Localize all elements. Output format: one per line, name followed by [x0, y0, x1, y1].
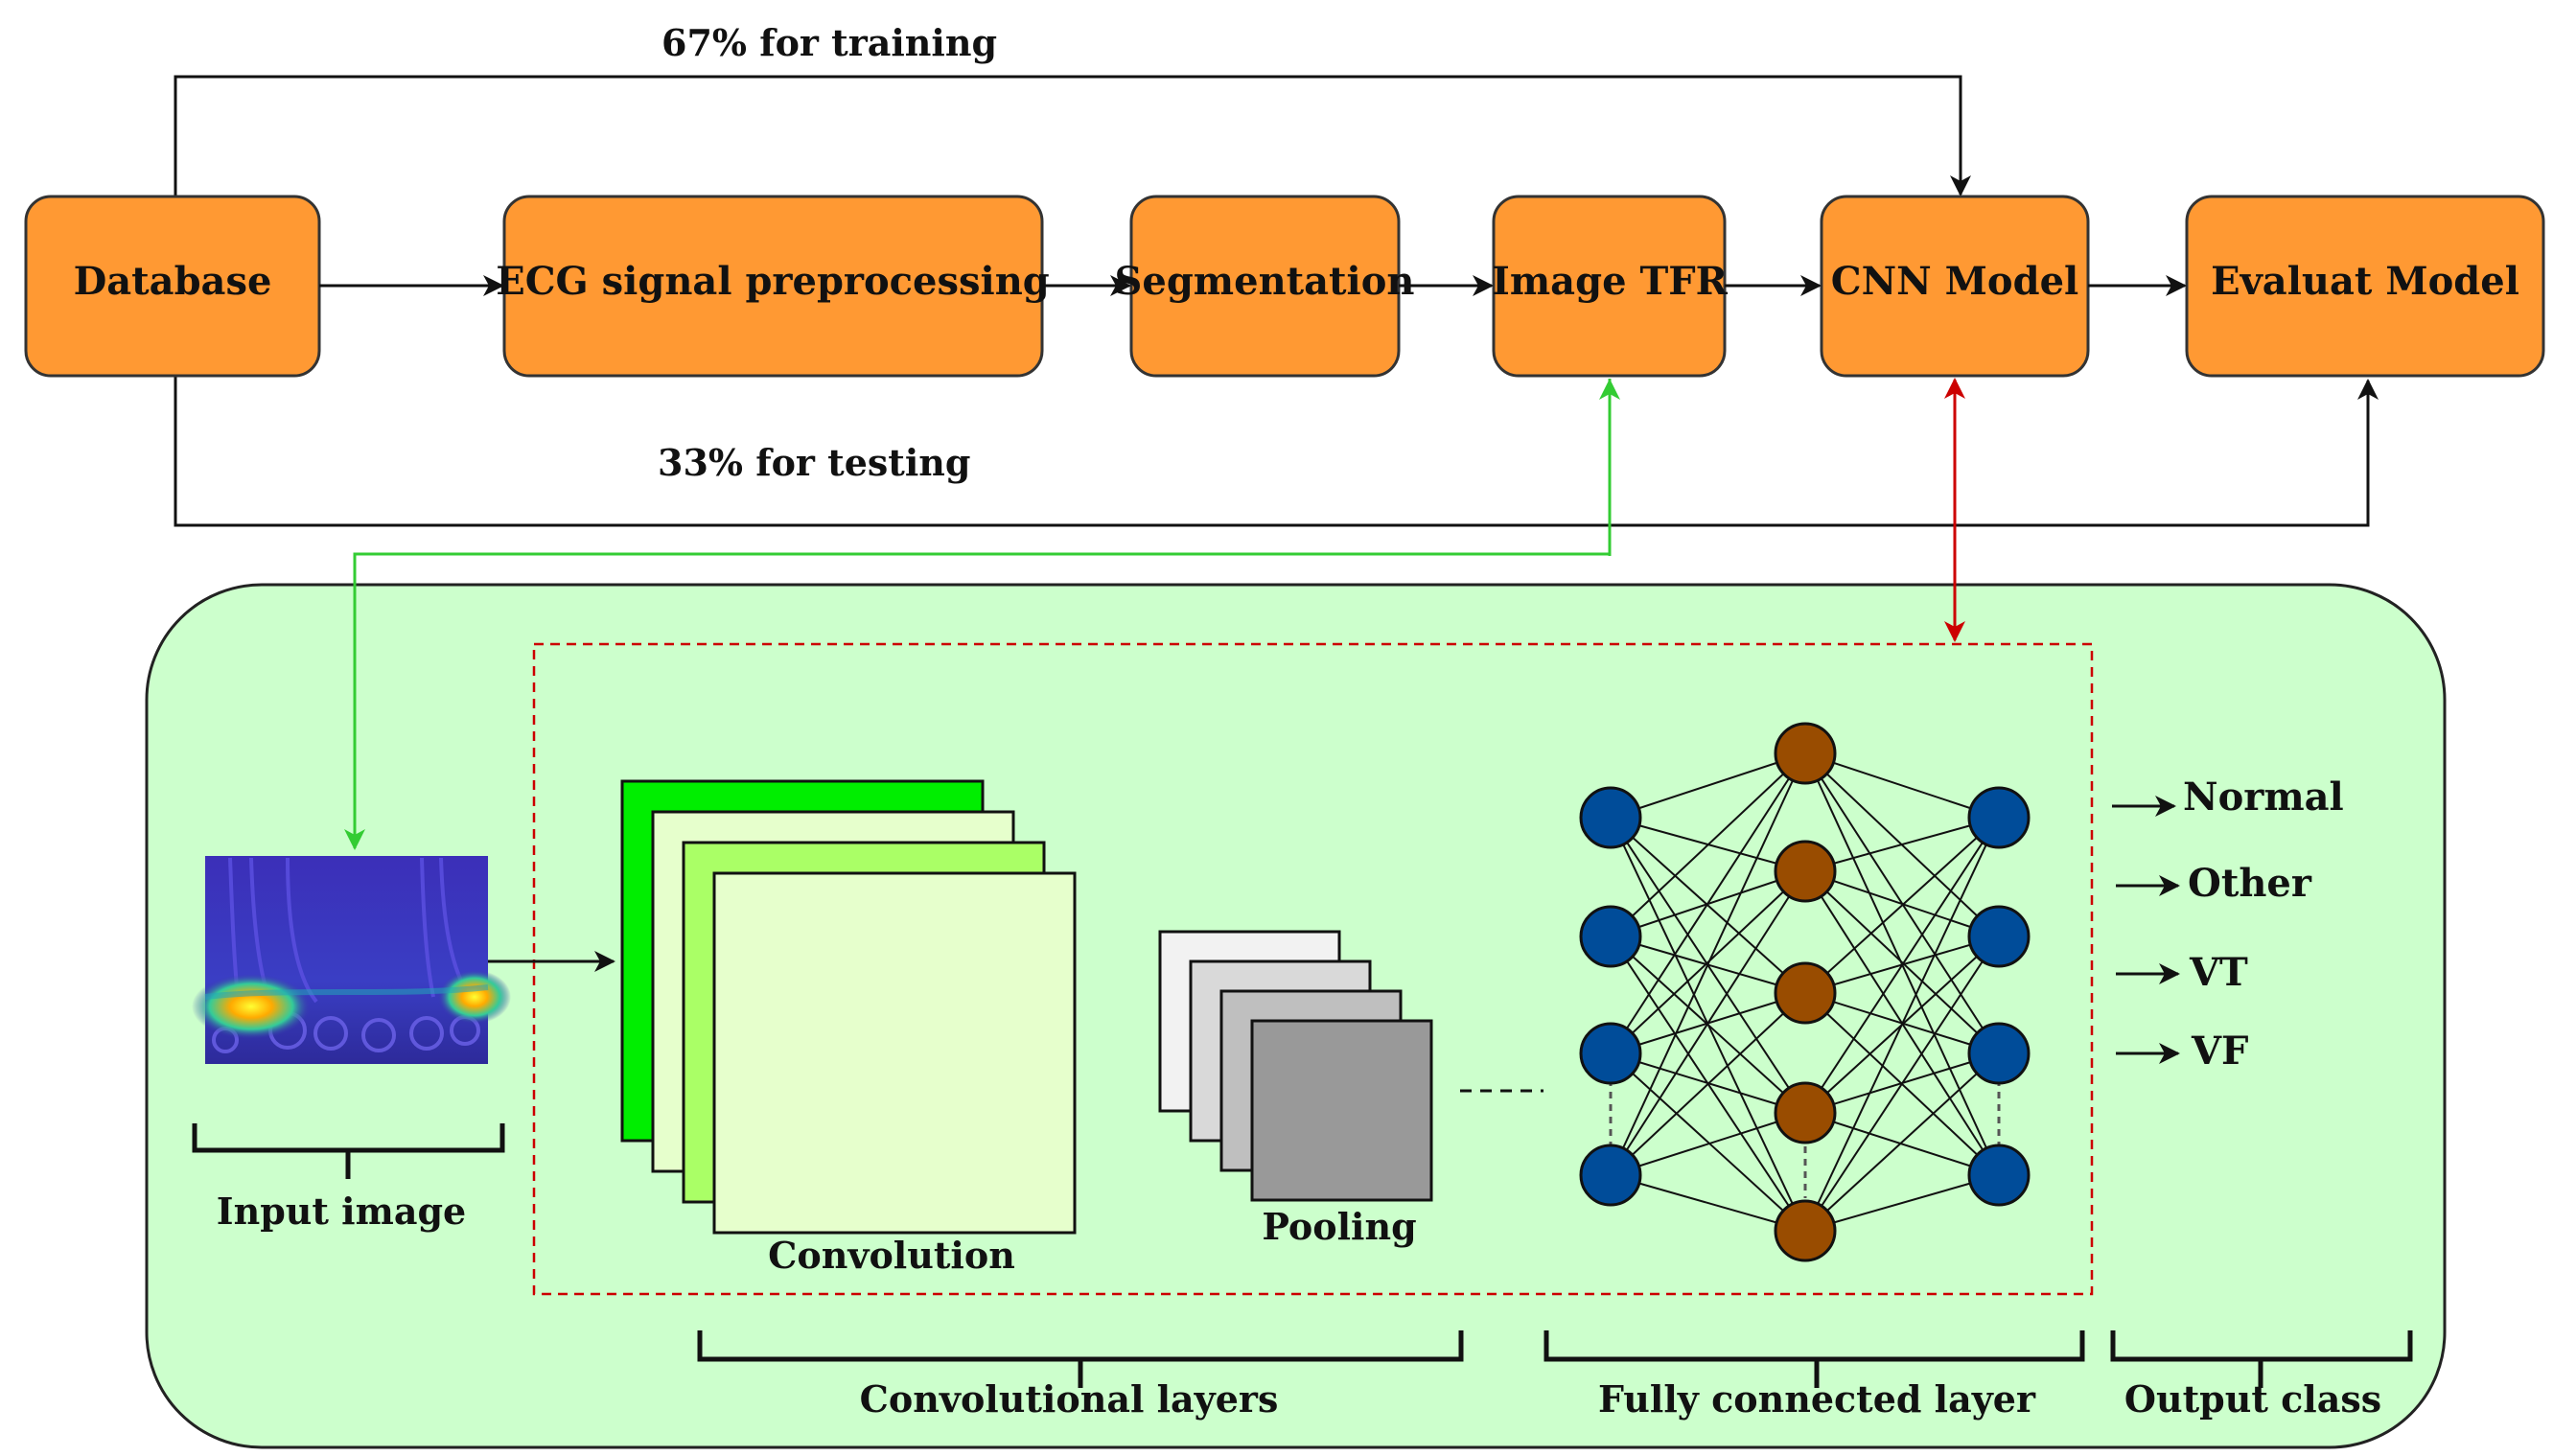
output-class-label: Output class — [2124, 1377, 2381, 1421]
input-neuron — [1579, 786, 1642, 849]
testing-split-label: 33% for testing — [658, 441, 970, 484]
input-image-bracket — [192, 1123, 505, 1179]
fc-edge — [1610, 870, 1806, 1176]
output-neuron — [1967, 905, 2031, 968]
image-tfr-label: Image TFR — [1492, 259, 1728, 304]
hidden-neuron — [1774, 840, 1837, 903]
output-class-other: Other — [2188, 861, 2312, 906]
training-split-label: 67% for training — [661, 21, 997, 64]
fc-edge — [1804, 817, 2000, 994]
convolutional-layers-bracket — [697, 1330, 1464, 1388]
output-class-bracket — [2110, 1330, 2413, 1388]
training-split-connector — [174, 75, 1971, 196]
fully-connected-bracket — [1543, 1330, 2085, 1388]
output-class-normal: Normal — [2183, 774, 2344, 820]
fc-edge — [1610, 992, 1806, 1176]
output-neuron — [1967, 1144, 2031, 1207]
output-class-vf: VF — [2191, 1028, 2248, 1074]
convolution-label: Convolution — [768, 1234, 1015, 1277]
fc-edge — [1804, 870, 2000, 937]
hidden-neuron — [1774, 1199, 1837, 1262]
fc-edge — [1610, 752, 1806, 819]
input-neuron — [1579, 1022, 1642, 1085]
cnn-model-label: CNN Model — [1831, 259, 2078, 304]
fc-edge — [1610, 752, 1806, 1054]
cnn-model-region — [532, 642, 2094, 1296]
database-label: Database — [74, 259, 272, 304]
pipeline-box-segmentation: Segmentation — [1115, 195, 1415, 378]
segmentation-label: Segmentation — [1115, 259, 1415, 304]
output-class-vt: VT — [2189, 950, 2248, 995]
hidden-neuron — [1774, 961, 1837, 1025]
fc-edge — [1804, 1112, 2000, 1176]
pipeline-box-cnn-model: CNN Model — [1820, 195, 2090, 378]
fc-edge — [1610, 817, 1806, 994]
pipeline-box-database: Database — [24, 195, 321, 378]
fully-connected-edges — [1610, 752, 2000, 1232]
pipeline-box-evaluate-model: Evaluat Model — [2185, 195, 2545, 378]
hidden-neuron — [1774, 1081, 1837, 1144]
pipeline-box-image-tfr: Image TFR — [1492, 195, 1729, 378]
pooling-feature-maps — [1158, 930, 1433, 1202]
fc-edge — [1804, 817, 2000, 1114]
fully-connected-label: Fully connected layer — [1598, 1377, 2036, 1421]
fc-edge — [1610, 752, 1806, 937]
fc-edge — [1610, 1112, 1806, 1176]
hidden-neuron — [1774, 722, 1837, 785]
fc-edge — [1804, 752, 2000, 819]
input-neuron — [1579, 1144, 1642, 1207]
ecg-preprocessing-label: ECG signal preprocessing — [496, 259, 1050, 304]
fc-omission-dashes — [1609, 1079, 2001, 1198]
fc-edge — [1610, 1052, 1806, 1232]
fc-edge — [1610, 752, 1806, 1176]
input-image-label: Input image — [217, 1190, 466, 1233]
pooling-label: Pooling — [1262, 1205, 1416, 1248]
evaluate-model-label: Evaluat Model — [2211, 259, 2519, 304]
convolutional-layers-label: Convolutional layers — [860, 1377, 1279, 1421]
input-image — [192, 856, 511, 1064]
output-class-list: Normal Other VT VF — [2112, 774, 2344, 1074]
convolution-feature-maps — [620, 779, 1077, 1235]
pipeline-box-ecg-preprocessing: ECG signal preprocessing — [496, 195, 1050, 378]
fc-edge — [1804, 936, 2000, 1232]
fc-edge — [1804, 870, 2000, 1054]
output-neuron — [1967, 1022, 2031, 1085]
fully-connected-nodes — [1579, 722, 2031, 1262]
input-neuron — [1579, 905, 1642, 968]
fc-edge — [1610, 1174, 1806, 1232]
fc-edge — [1804, 817, 2000, 872]
fc-edge — [1804, 1174, 2000, 1232]
output-neuron — [1967, 786, 2031, 849]
fc-edge — [1804, 817, 2000, 1232]
fc-edge — [1804, 1052, 2000, 1232]
testing-split-connector — [174, 376, 2379, 527]
image-tfr-link — [344, 379, 1620, 850]
